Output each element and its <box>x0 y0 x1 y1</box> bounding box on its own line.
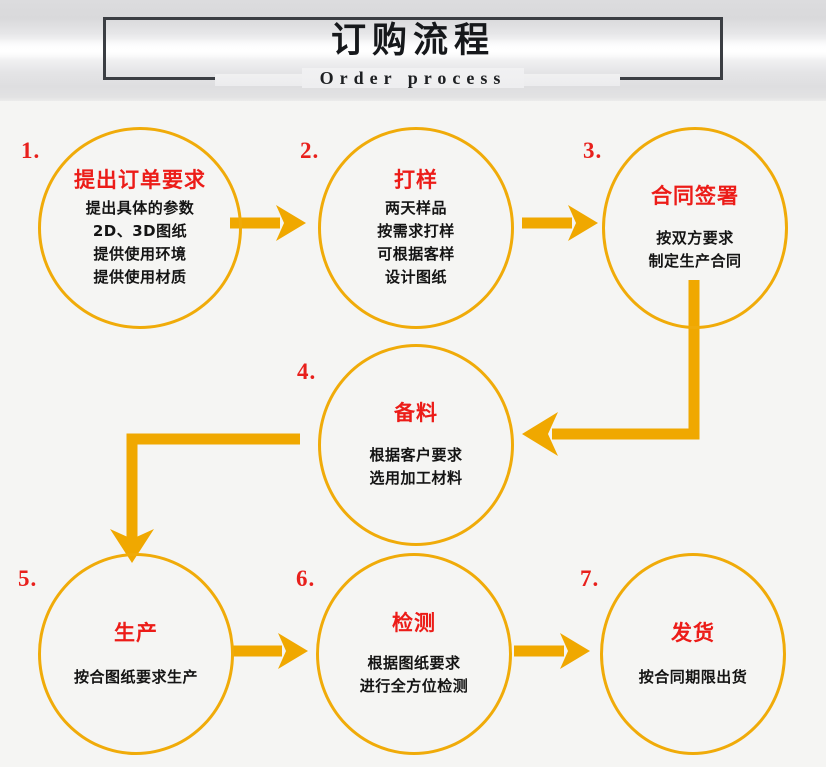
flow-node-2-body: 两天样品 按需求打样 可根据客样 设计图纸 <box>377 197 455 289</box>
flow-node-1-line-3: 提供使用环境 <box>93 245 187 263</box>
flow-node-5[interactable]: 生产 按合图纸要求生产 <box>38 553 234 755</box>
flow-node-5-title: 生产 <box>114 620 158 645</box>
flow-node-3-line-1: 按双方要求 <box>656 229 734 247</box>
flow-node-4-title: 备料 <box>394 401 438 425</box>
flow-node-7-number: 7. <box>580 566 600 591</box>
flow-node-4-number: 4. <box>297 359 317 384</box>
flow-node-4-line-1: 根据客户要求 <box>369 446 463 464</box>
flow-node-3-body: 按双方要求 制定生产合同 <box>648 227 741 273</box>
flow-node-6[interactable]: 检测 根据图纸要求 进行全方位检测 <box>316 553 512 755</box>
flow-node-7-title: 发货 <box>671 620 715 645</box>
connector-3-to-4 <box>522 280 700 456</box>
flow-node-7[interactable]: 发货 按合同期限出货 <box>600 553 786 755</box>
flow-node-3-title: 合同签署 <box>651 184 739 208</box>
flow-node-6-line-1: 根据图纸要求 <box>367 654 461 672</box>
connector-4-to-5 <box>110 433 300 563</box>
flow-node-3-line-2: 制定生产合同 <box>648 252 742 270</box>
flow-node-7-body: 按合同期限出货 <box>639 666 748 689</box>
flow-node-1-number: 1. <box>21 138 41 163</box>
flow-node-6-body: 根据图纸要求 进行全方位检测 <box>360 652 469 698</box>
flow-node-3-number: 3. <box>583 138 603 163</box>
page-title-english: Order process <box>0 66 826 90</box>
flow-node-2-title: 打样 <box>394 168 438 192</box>
flow-node-5-content: 生产 按合图纸要求生产 <box>41 556 231 752</box>
flow-node-6-content: 检测 根据图纸要求 进行全方位检测 <box>319 556 509 752</box>
title-frame-gap-right <box>500 74 620 86</box>
flow-node-6-title: 检测 <box>392 611 436 635</box>
flow-node-4-body: 根据客户要求 选用加工材料 <box>369 444 462 490</box>
flow-node-2-line-1: 两天样品 <box>384 199 447 217</box>
flow-node-2[interactable]: 打样 两天样品 按需求打样 可根据客样 设计图纸 <box>318 127 514 329</box>
flow-node-2-line-3: 可根据客样 <box>377 245 455 263</box>
flow-node-5-line-1: 按合图纸要求生产 <box>73 667 198 686</box>
flow-node-1[interactable]: 提出订单要求 提出具体的参数 2D、3D图纸 提供使用环境 提供使用材质 <box>38 127 242 329</box>
flow-node-7-line-1: 按合同期限出货 <box>638 667 748 686</box>
flow-node-5-body: 按合图纸要求生产 <box>74 666 198 689</box>
flow-node-5-number: 5. <box>18 566 38 591</box>
flow-node-2-number: 2. <box>300 138 320 163</box>
flow-node-6-line-2: 进行全方位检测 <box>359 677 469 695</box>
flow-node-4[interactable]: 备料 根据客户要求 选用加工材料 <box>318 344 514 546</box>
flow-node-3-content: 合同签署 按双方要求 制定生产合同 <box>605 130 785 326</box>
flow-node-1-line-2: 2D、3D图纸 <box>92 222 188 240</box>
flow-node-1-line-1: 提出具体的参数 <box>85 199 195 217</box>
flow-node-7-content: 发货 按合同期限出货 <box>603 556 783 752</box>
flow-node-4-content: 备料 根据客户要求 选用加工材料 <box>321 347 511 543</box>
connector-5-to-6 <box>232 633 308 669</box>
flow-node-2-content: 打样 两天样品 按需求打样 可根据客样 设计图纸 <box>321 130 511 326</box>
flow-node-6-number: 6. <box>296 566 316 591</box>
flow-node-1-body: 提出具体的参数 2D、3D图纸 提供使用环境 提供使用材质 <box>86 197 195 289</box>
flow-node-4-line-2: 选用加工材料 <box>369 469 463 487</box>
flow-node-1-content: 提出订单要求 提出具体的参数 2D、3D图纸 提供使用环境 提供使用材质 <box>41 130 239 326</box>
connector-2-to-3 <box>522 205 598 241</box>
flow-node-2-line-4: 设计图纸 <box>384 268 447 286</box>
flow-node-2-line-2: 按需求打样 <box>377 222 455 240</box>
flow-node-1-line-4: 提供使用材质 <box>93 268 187 286</box>
connector-6-to-7 <box>514 633 590 669</box>
flow-node-3[interactable]: 合同签署 按双方要求 制定生产合同 <box>602 127 788 329</box>
flow-node-1-title: 提出订单要求 <box>74 168 206 192</box>
page-title-chinese: 订购流程 <box>330 21 495 61</box>
flow-canvas: 提出订单要求 提出具体的参数 2D、3D图纸 提供使用环境 提供使用材质 1. … <box>0 101 826 767</box>
page-title-english-text: Order process <box>301 68 525 88</box>
